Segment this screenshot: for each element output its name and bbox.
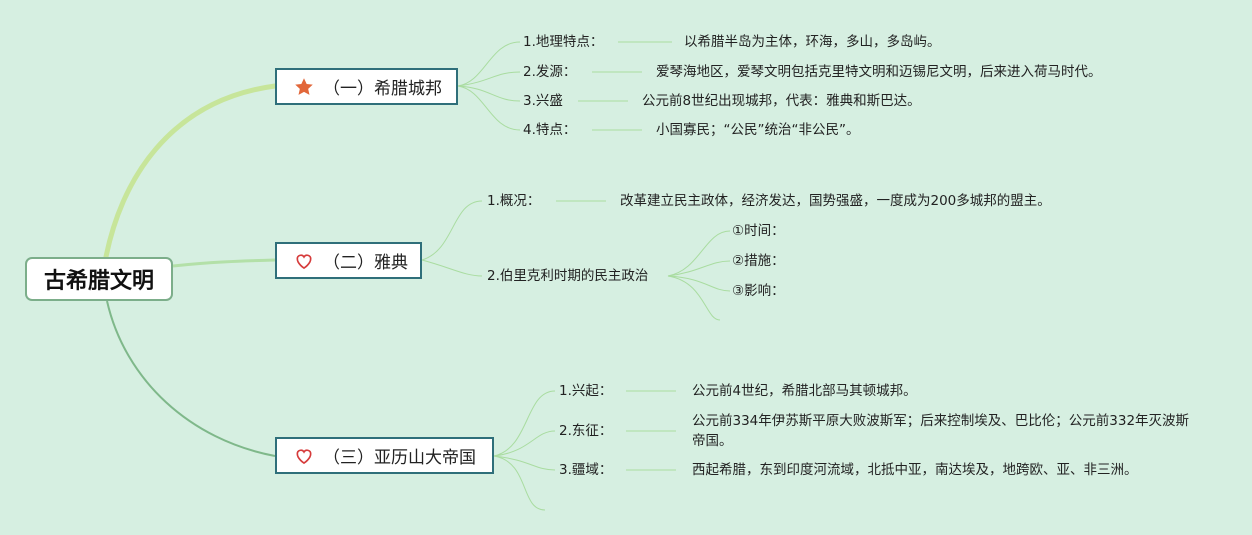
leaf-text[interactable]: 爱琴海地区，爱琴文明包括克里特文明和迈锡尼文明，后来进入荷马时代。: [656, 64, 1102, 80]
branch-greek-city-states[interactable]: （一）希腊城邦: [275, 68, 458, 105]
leaf-text[interactable]: 公元前4世纪，希腊北部马其顿城邦。: [692, 383, 917, 399]
branch-alexander-empire[interactable]: （三）亚历山大帝国: [275, 437, 494, 474]
leaf-label[interactable]: 2.伯里克利时期的民主政治: [487, 268, 649, 284]
branch-title: （二）雅典: [323, 253, 408, 273]
subitem[interactable]: ③影响：: [732, 283, 785, 299]
branch-title: （一）希腊城邦: [323, 79, 442, 99]
heart-icon: [293, 250, 315, 272]
subitem[interactable]: ①时间：: [732, 223, 785, 239]
leaf-label[interactable]: 1.概况：: [487, 193, 541, 209]
leaf-label[interactable]: 1.地理特点：: [523, 34, 604, 50]
leaf-text[interactable]: 西起希腊，东到印度河流域，北抵中亚，南达埃及，地跨欧、亚、非三洲。: [692, 462, 1138, 478]
leaf-label[interactable]: 3.疆域：: [559, 462, 613, 478]
leaf-text[interactable]: 改革建立民主政体，经济发达，国势强盛，一度成为200多城邦的盟主。: [620, 193, 1051, 209]
leaf-label[interactable]: 4.特点：: [523, 122, 577, 138]
root-topic[interactable]: 古希腊文明: [25, 257, 173, 301]
leaf-text[interactable]: 公元前8世纪出现城邦，代表：雅典和斯巴达。: [642, 93, 921, 109]
star-icon: [293, 76, 315, 98]
leaf-text[interactable]: 以希腊半岛为主体，环海，多山，多岛屿。: [684, 34, 941, 50]
leaf-label[interactable]: 1.兴起：: [559, 383, 613, 399]
leaf-text[interactable]: 公元前334年伊苏斯平原大败波斯军；后来控制埃及、巴比伦；公元前332年灭波斯帝…: [692, 413, 1190, 449]
leaf-label[interactable]: 3.兴盛: [523, 93, 563, 109]
heart-icon: [293, 445, 315, 467]
subitem[interactable]: ②措施：: [732, 253, 785, 269]
leaf-label[interactable]: 2.发源：: [523, 64, 577, 80]
leaf-text[interactable]: 小国寡民；“公民”统治“非公民”。: [656, 122, 860, 138]
branch-title: （三）亚历山大帝国: [323, 448, 476, 468]
leaf-label[interactable]: 2.东征：: [559, 423, 613, 439]
branch-athens[interactable]: （二）雅典: [275, 242, 422, 279]
